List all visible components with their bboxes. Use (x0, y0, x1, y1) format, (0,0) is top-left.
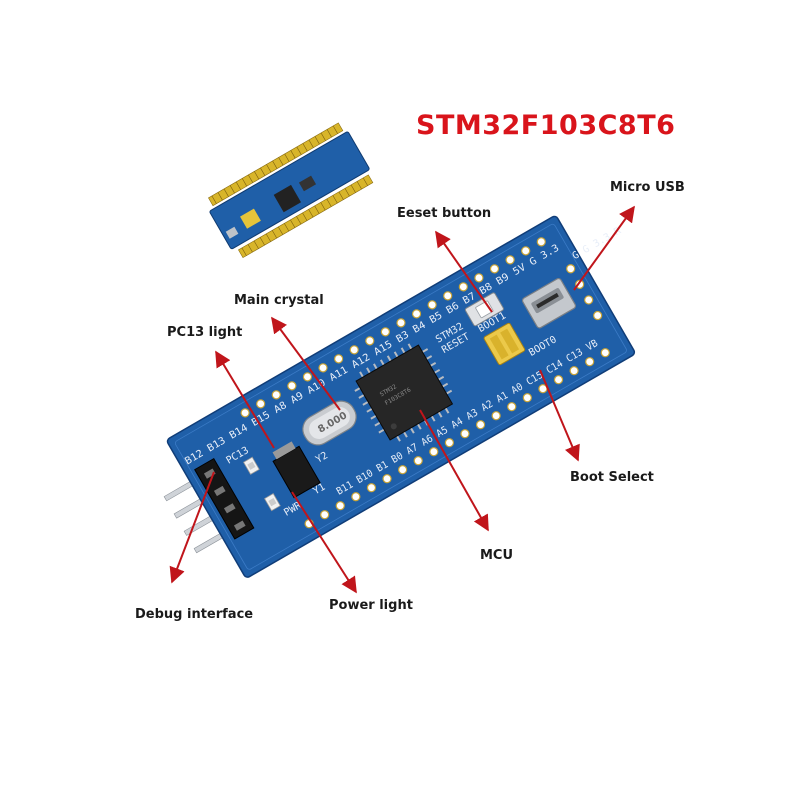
y2-silk: Y2 (314, 450, 330, 466)
label-pc13-light: PC13 light (167, 325, 243, 340)
reset-button-part (464, 292, 504, 327)
label-main-crystal: Main crystal (234, 293, 324, 308)
callout-arrows (169, 205, 635, 594)
arrow-debug-interface (169, 471, 215, 584)
main-board: B12 B13 B14 B15 A8 A9 A10 A11 A12 A15 B3… (163, 215, 636, 578)
main-crystal: 8.000 (302, 400, 357, 446)
top-pin-row (240, 237, 546, 418)
voltage-regulator (272, 441, 321, 499)
label-power-light: Power light (329, 598, 413, 613)
page-title: STM32F103C8T6 (416, 110, 676, 141)
arrow-mcu (419, 409, 489, 532)
label-mcu: MCU (480, 548, 514, 563)
arrow-pc13-light (215, 350, 275, 449)
y1-silk: Y1 (311, 482, 327, 498)
label-boot-select: Boot Select (570, 470, 654, 485)
pc13-led (243, 456, 260, 475)
arrow-power-light (291, 491, 357, 594)
debug-connector (194, 457, 255, 540)
label-reset-button: Eeset button (397, 206, 492, 221)
boot-jumpers (483, 322, 526, 366)
arrow-micro-usb (573, 205, 635, 291)
arrow-reset-button (435, 230, 493, 313)
arrow-boot-select (539, 369, 580, 462)
label-debug-interface: Debug interface (135, 607, 254, 622)
bottom-pin-row (304, 348, 610, 529)
label-micro-usb: Micro USB (610, 180, 685, 195)
micro-usb-connector (521, 277, 577, 329)
arrow-main-crystal (271, 316, 341, 411)
power-led (264, 493, 281, 512)
thumbnail-board (208, 122, 374, 259)
mcu-chip: STM32 F103C8T6 (354, 343, 454, 442)
